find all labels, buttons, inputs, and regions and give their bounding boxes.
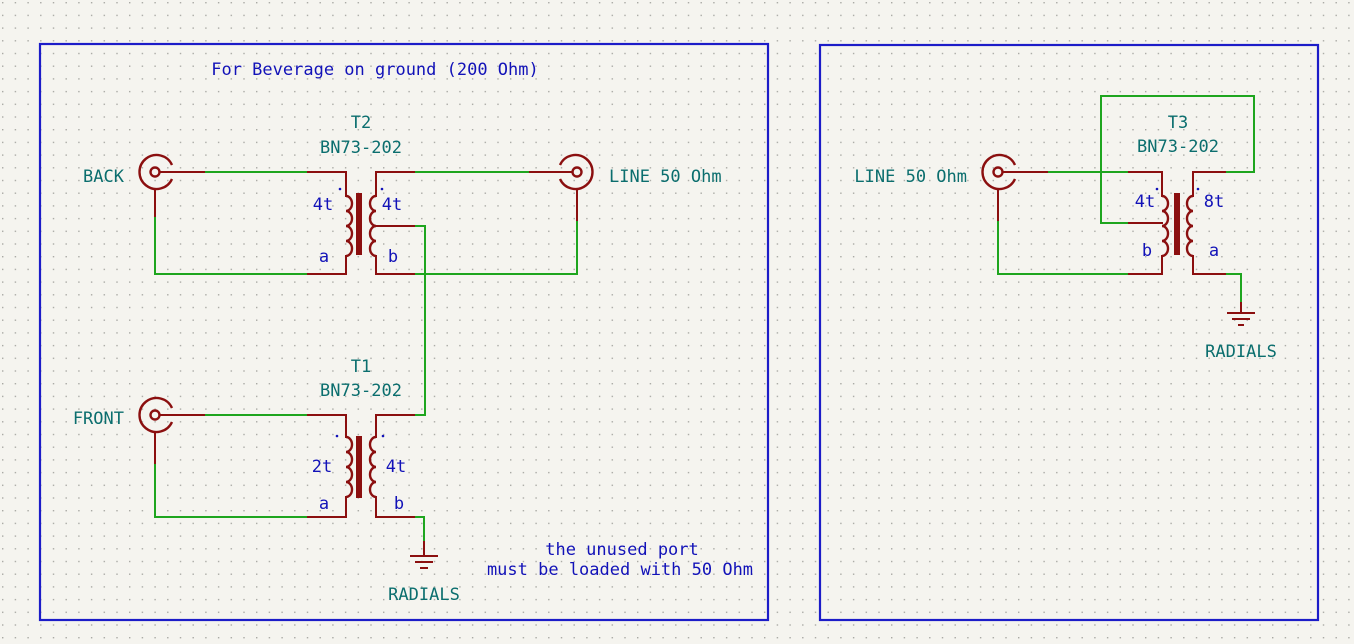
t3-secondary-coil [1185, 194, 1194, 258]
t3-core [1174, 193, 1180, 255]
t2-pin-2 [305, 255, 347, 275]
t1-pin-4 [375, 496, 417, 518]
right-wires [997, 95, 1255, 302]
ground-label-right: RADIALS [1205, 342, 1277, 362]
t1-pin-1 [305, 414, 347, 438]
ground-right-bars-icon [1227, 312, 1255, 326]
t1-secondary-coil [368, 435, 377, 499]
t3-primary-polarity-dot [1155, 187, 1159, 191]
footnote-line-1: the unused port [545, 540, 699, 560]
t3-primary-turns: 4t [1135, 192, 1155, 212]
line-right-connector-shell [981, 153, 1017, 191]
t2-primary-end: a [319, 247, 329, 267]
footnote-line-2: must be loaded with 50 Ohm [487, 560, 753, 580]
line-right-label: LINE 50 Ohm [854, 167, 967, 187]
t3-secondary-polarity-dot [1196, 187, 1200, 191]
t3-primary-coil [1161, 194, 1170, 258]
t3-pin-1 [1126, 171, 1163, 197]
t2-primary-turns: 4t [313, 195, 333, 215]
right-sheet: T3 BN73-202 4t 8t b a LINE 50 Ohm [818, 43, 1320, 622]
t3-secondary-end: a [1209, 241, 1219, 261]
t1-secondary-end: b [394, 494, 404, 514]
t2-primary-coil [345, 194, 354, 258]
left-sheet: For Beverage on ground (200 Ohm) T2 BN73… [38, 42, 770, 622]
t1-pin-2 [305, 496, 347, 518]
wire-t2-tap-t1[interactable] [415, 225, 426, 416]
t1-primary-turns: 2t [312, 457, 332, 477]
right-sheet-frame [818, 43, 1320, 622]
t2-primary-polarity-dot [338, 187, 342, 191]
t3-pin-3 [1192, 171, 1228, 197]
t1-secondary-turns: 4t [386, 457, 406, 477]
t1-primary-end: a [319, 494, 329, 514]
t1-primary-coil [345, 435, 354, 499]
wire-line-shield-t3[interactable] [997, 221, 1128, 275]
wire-back-shield-t2[interactable] [154, 217, 307, 275]
wire-t2-line-shield[interactable] [415, 221, 578, 275]
front-label: FRONT [73, 409, 124, 429]
t2-secondary-end: b [388, 247, 398, 267]
t1-secondary-polarity-dot [381, 434, 385, 438]
back-label: BACK [83, 167, 125, 187]
t2-pin-4 [375, 255, 417, 275]
transformer-t2[interactable]: T2 BN73-202 4t 4t a b [305, 113, 417, 275]
ground-symbol-left[interactable]: RADIALS [388, 539, 460, 605]
t1-reference: T1 [351, 357, 371, 377]
t2-value: BN73-202 [320, 138, 402, 158]
title-note: For Beverage on ground (200 Ohm) [211, 60, 539, 80]
transformer-t1[interactable]: T1 BN73-202 2t 4t a b [305, 357, 417, 518]
t2-secondary-polarity-dot [380, 187, 384, 191]
t1-primary-polarity-dot [335, 434, 339, 438]
t2-pin-1 [305, 171, 347, 197]
t2-core [356, 193, 362, 255]
t3-secondary-turns: 8t [1204, 192, 1224, 212]
left-sheet-frame [38, 42, 770, 622]
line-label: LINE 50 Ohm [609, 167, 722, 187]
t2-reference: T2 [351, 113, 371, 133]
connector-front[interactable]: FRONT [73, 396, 207, 466]
connector-back[interactable]: BACK [83, 153, 207, 219]
t2-pin-3 [375, 171, 417, 197]
ground-bars-icon [410, 555, 438, 569]
back-connector-shell [138, 153, 174, 191]
t1-core [356, 436, 362, 498]
left-wires [154, 171, 578, 541]
wire-front-shield-t1[interactable] [154, 464, 307, 518]
t1-pin-3 [375, 414, 417, 438]
connector-line-right[interactable]: LINE 50 Ohm [854, 153, 1050, 223]
t2-secondary-turns: 4t [382, 195, 402, 215]
t3-reference: T3 [1168, 113, 1188, 133]
t3-pin-4 [1192, 255, 1228, 275]
front-connector-shell [138, 396, 174, 434]
t1-value: BN73-202 [320, 381, 402, 401]
wire-t1-ground[interactable] [415, 516, 425, 541]
wire-t3-ground[interactable] [1226, 273, 1242, 302]
ground-symbol-right[interactable]: RADIALS [1205, 300, 1277, 362]
ground-label-left: RADIALS [388, 585, 460, 605]
connector-line-left[interactable]: LINE 50 Ohm [527, 153, 722, 223]
t3-pin-2 [1126, 255, 1163, 275]
line-connector-shell [558, 153, 594, 191]
t3-primary-end: b [1142, 241, 1152, 261]
transformer-t3[interactable]: T3 BN73-202 4t 8t b a [1126, 113, 1228, 275]
t3-value: BN73-202 [1137, 137, 1219, 157]
wire-t3-autotransformer-loop[interactable] [1100, 95, 1255, 224]
